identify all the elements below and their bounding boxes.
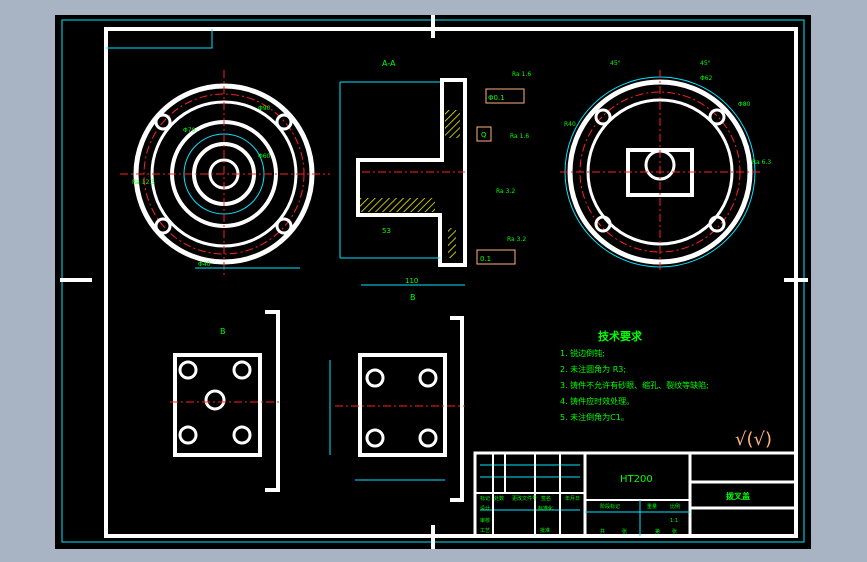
title-block-label: 设计 bbox=[480, 505, 490, 512]
roughness-label: Ra 3.2 bbox=[496, 188, 515, 195]
title-block: HT200 拨叉盖 标记 处数 更改文件号 签名 年月日 设计 标准化 审核 工… bbox=[473, 451, 798, 538]
roughness-label: Ra 1.6 bbox=[510, 133, 529, 140]
title-block-label: 共 bbox=[600, 528, 605, 535]
part-name: 拨叉盖 bbox=[726, 491, 750, 501]
front-view-left: Φ90 Φ70 Φ60 Φ40 Ra 12.5 bbox=[120, 70, 330, 275]
centering-marks bbox=[60, 15, 808, 549]
view-b-label: B bbox=[220, 327, 226, 336]
dim-diameter-boss: Φ70 bbox=[183, 127, 196, 134]
roughness-label: Ra 12.5 bbox=[132, 179, 155, 186]
roughness-label: Ra 1.6 bbox=[512, 71, 531, 78]
title-block-label: 处数 bbox=[494, 495, 504, 502]
code-box bbox=[106, 29, 213, 49]
angle-label: 45° bbox=[610, 60, 621, 67]
dim-diameter-inner: Φ60 bbox=[258, 153, 271, 160]
title-block-label: 签名 bbox=[541, 495, 551, 502]
title-block-label: 批准 bbox=[540, 527, 550, 534]
title-block-label: 更改文件号 bbox=[512, 495, 537, 502]
tech-req-item: 5. 未注倒角为C1。 bbox=[560, 412, 629, 422]
tech-req-item: 1. 锐边倒钝; bbox=[560, 348, 605, 358]
dim-length: 110 bbox=[405, 277, 418, 285]
title-block-label: 标记 bbox=[480, 495, 490, 502]
title-block-label: 审核 bbox=[480, 517, 490, 524]
title-block-label: 重量 bbox=[647, 503, 657, 510]
title-block-label: 年月日 bbox=[565, 495, 580, 502]
tech-req-item: 3. 铸件不允许有砂眼、缩孔、裂纹等缺陷; bbox=[560, 380, 709, 390]
title-block-label: 阶段标记 bbox=[600, 503, 620, 510]
title-block-label: 张 bbox=[622, 528, 627, 535]
dim-diameter-bore: Φ40 bbox=[198, 261, 211, 268]
concentricity-frame bbox=[485, 88, 525, 104]
perpendicularity-frame bbox=[476, 249, 516, 265]
tech-req-item: 2. 未注圆角为 R3; bbox=[560, 364, 626, 374]
datum-marker: Q bbox=[481, 131, 487, 139]
dim-radius: R40 bbox=[564, 121, 576, 128]
drawing-sheet bbox=[55, 15, 811, 549]
tech-req-title: 技术要求 bbox=[598, 329, 643, 343]
scale-value: 1:1 bbox=[670, 518, 678, 524]
title-block-label: 张 bbox=[672, 528, 677, 535]
title-block-label: 标准化 bbox=[538, 505, 553, 512]
dim-53: 53 bbox=[382, 227, 391, 235]
title-block-label: 第 bbox=[655, 528, 660, 535]
tolerance-value: Φ0.1 bbox=[488, 94, 505, 102]
top-view bbox=[329, 316, 465, 502]
roughness-label: Ra 6.3 bbox=[752, 159, 771, 166]
material-label: HT200 bbox=[620, 474, 653, 485]
angle-label: 45° bbox=[700, 60, 711, 67]
surface-finish-symbol: √(√) bbox=[735, 429, 772, 450]
dim-diameter-flange: Φ80 bbox=[738, 101, 751, 108]
dim-diameter-bolt-circle: Φ62 bbox=[700, 75, 713, 82]
view-b: B bbox=[170, 310, 280, 492]
technical-requirements: 技术要求 1. 锐边倒钝; 2. 未注圆角为 R3; 3. 铸件不允许有砂眼、缩… bbox=[560, 329, 772, 450]
tolerance-value: 0.1 bbox=[480, 255, 491, 263]
roughness-label: Ra 3.2 bbox=[507, 236, 526, 243]
section-view-a-a: A-A 110 53 B Φ0.1 Q 0.1 Ra 1.6 Ra 1.6 Ra… bbox=[339, 59, 531, 302]
tech-req-item: 4. 铸件应时效处理。 bbox=[560, 396, 634, 406]
view-arrow-b: B bbox=[410, 293, 416, 302]
drawing-frame bbox=[104, 27, 798, 538]
title-block-label: 工艺 bbox=[480, 528, 490, 534]
section-label: A-A bbox=[382, 59, 396, 68]
title-block-label: 比例 bbox=[670, 503, 680, 510]
rear-view-right: 45° 45° Φ62 Φ80 R40 Ra 6.3 bbox=[560, 60, 771, 270]
dim-diameter-outer: Φ90 bbox=[258, 105, 271, 112]
